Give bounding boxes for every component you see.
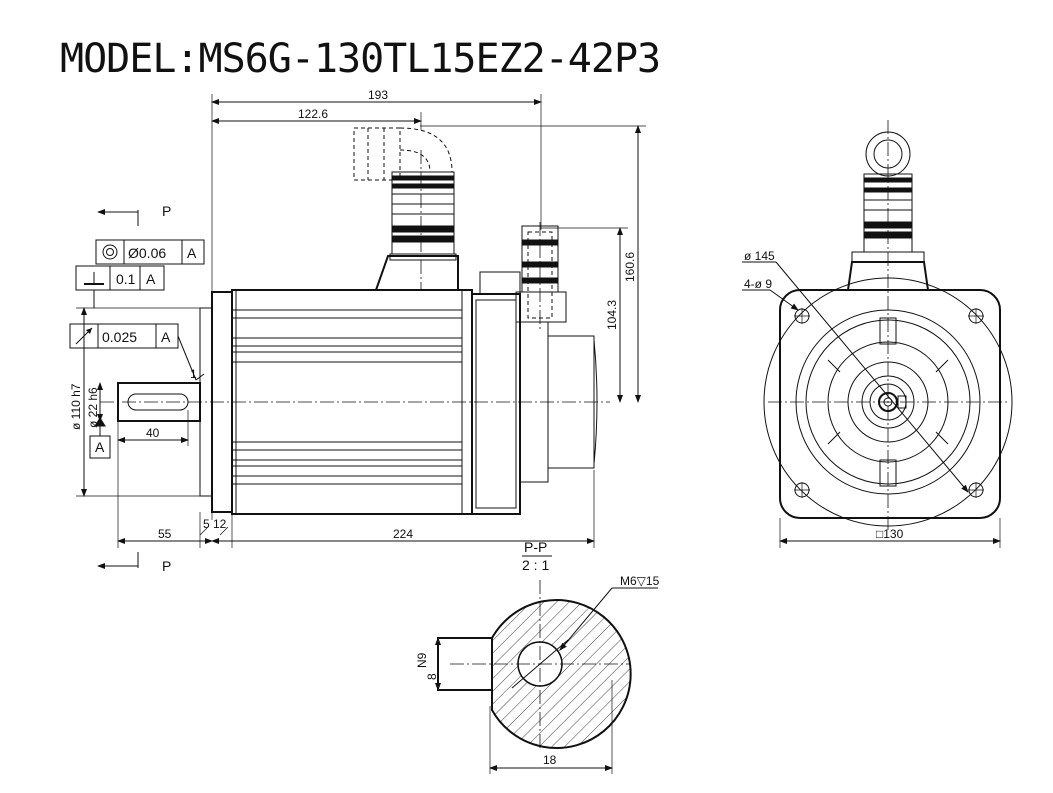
runout-ref: A <box>187 245 197 261</box>
section-mark-top: P <box>97 203 171 226</box>
dim-224-label: 224 <box>393 527 413 541</box>
square-label: □130 <box>876 527 904 541</box>
shaft-dia-label: ø 22 h6 <box>86 387 100 428</box>
dim-193-label: 193 <box>368 88 388 102</box>
dimension-193: 193 <box>211 88 542 520</box>
key-height-label: 8 <box>425 673 439 680</box>
power-connector <box>353 127 459 291</box>
section-p-bottom: P <box>162 558 171 574</box>
dim-5-label: 5 <box>203 517 210 531</box>
dimension-122-6: 122.6 <box>211 107 422 130</box>
dimension-40: 40 <box>117 410 189 548</box>
dimension-flange-dia: ø 110 h7 <box>69 307 200 497</box>
dim-104-3-label: 104.3 <box>605 300 619 330</box>
circ-value: 0.025 <box>102 329 137 345</box>
dimension-bottom: 55 5 12 224 <box>117 470 595 548</box>
section-mark-bottom: P <box>97 552 171 574</box>
section-name: P-P <box>524 539 547 555</box>
dim-55-label: 55 <box>158 527 172 541</box>
dim-12-label: 12 <box>213 517 227 531</box>
square-flange <box>779 289 1001 519</box>
key-width-label: N9 <box>415 652 429 668</box>
dimension-104-3: 104.3 <box>540 227 628 403</box>
shaft-section <box>491 599 632 749</box>
dim-40-label: 40 <box>146 426 160 440</box>
dimension-1: 1 <box>177 335 205 381</box>
perp-ref: A <box>146 271 156 287</box>
tolerance-runout-frame: Ø0.06 A <box>95 239 205 265</box>
dia-18-label: 18 <box>543 753 557 767</box>
perp-value: 0.1 <box>116 271 136 287</box>
tolerance-perp-frame: 0.1 A <box>75 265 165 308</box>
flange-dia-label: ø 110 h7 <box>69 383 83 430</box>
section-view: P-P 2 : 1 M6▽15 N9 8 18 <box>415 539 660 774</box>
side-view: 193 122.6 160.6 104.3 <box>69 88 646 574</box>
model-title: MODEL:MS6G-130TL15EZ2-42P3 <box>60 36 661 82</box>
circ-ref: A <box>161 329 171 345</box>
dim-1-label: 1 <box>190 367 197 381</box>
dimension-160-6: 160.6 <box>420 125 646 403</box>
mounting-holes <box>794 308 984 498</box>
dimension-130: □130 <box>779 518 1001 548</box>
dim-160-6-label: 160.6 <box>623 252 637 282</box>
pcd-label: ø 145 <box>744 249 775 263</box>
section-scale: 2 : 1 <box>522 557 549 573</box>
front-leaders: ø 145 4-ø 9 <box>742 249 969 493</box>
encoder-connector <box>515 222 567 330</box>
datum-a: A <box>89 417 111 459</box>
section-p-top: P <box>162 203 171 219</box>
holes-label: 4-ø 9 <box>744 277 772 291</box>
dim-122-6-label: 122.6 <box>298 107 328 121</box>
datum-label: A <box>95 439 105 455</box>
thread-label: M6▽15 <box>620 574 660 588</box>
tolerance-circ-frame: 0.025 A <box>69 323 179 349</box>
front-view: ø 145 4-ø 9 □130 <box>742 120 1013 548</box>
motor-body <box>199 271 598 515</box>
runout-value: Ø0.06 <box>128 245 166 261</box>
dimension-shaft-dia: ø 22 h6 <box>86 382 103 428</box>
